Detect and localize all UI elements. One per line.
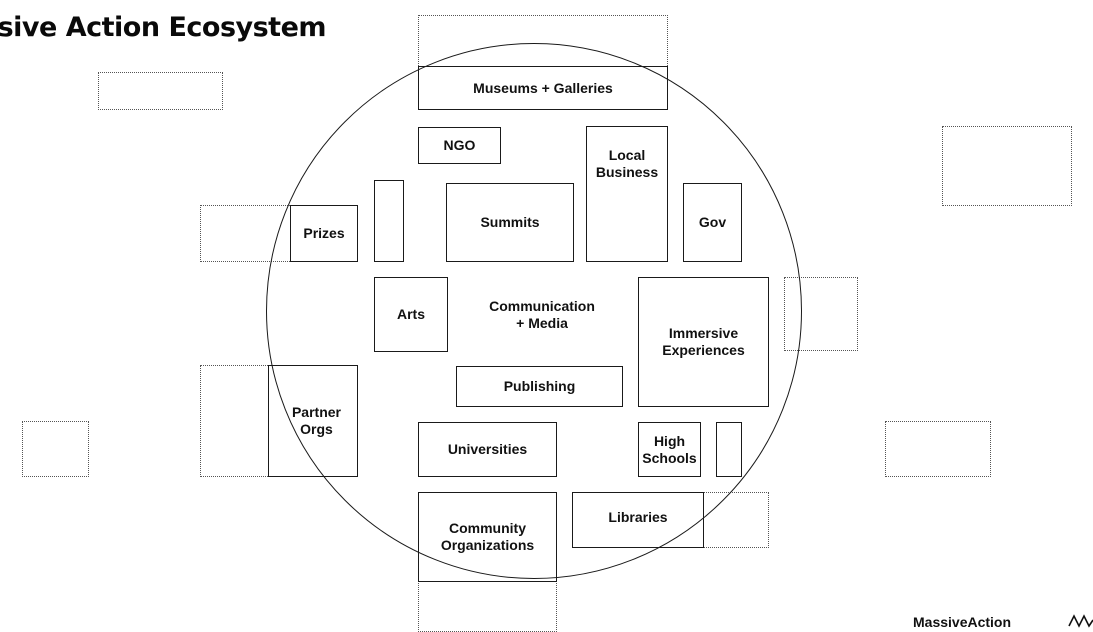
- node-label: Community Organizations: [440, 520, 535, 553]
- ecosystem-circle: [266, 43, 802, 579]
- node-label: Libraries: [608, 508, 668, 525]
- node-label: Arts: [396, 306, 425, 322]
- node-communication-media: Communication + Media: [462, 285, 622, 345]
- placeholder-box: [22, 421, 89, 477]
- node-label: High Schools: [642, 432, 697, 466]
- node-empty-narrow: [716, 422, 742, 477]
- node-high-schools: High Schools: [638, 422, 701, 477]
- node-arts: Arts: [374, 277, 448, 352]
- node-prizes: Prizes: [290, 205, 358, 262]
- node-label: Communication + Media: [489, 298, 595, 331]
- node-label: Prizes: [303, 225, 345, 241]
- node-empty-small: [374, 180, 404, 262]
- node-summits: Summits: [446, 183, 574, 262]
- node-ngo: NGO: [418, 127, 501, 164]
- brand-wordmark: MassiveAction: [913, 614, 1012, 630]
- diagram-title: ssive Action Ecosystem: [0, 12, 327, 43]
- node-libraries: Libraries: [572, 492, 704, 548]
- node-gov: Gov: [683, 183, 742, 262]
- node-label: Immersive Experiences: [662, 325, 745, 358]
- placeholder-box: [98, 72, 223, 110]
- node-label: NGO: [443, 137, 476, 153]
- node-label: Summits: [480, 214, 540, 230]
- node-museums-galleries: Museums + Galleries: [418, 66, 668, 110]
- node-label: Publishing: [503, 378, 576, 394]
- node-label: Gov: [698, 214, 727, 230]
- brand-logo-icon: [1068, 614, 1093, 628]
- node-partner-orgs: Partner Orgs: [268, 365, 358, 477]
- node-label: Local Business: [595, 147, 659, 180]
- node-local-business: Local Business: [586, 126, 668, 262]
- placeholder-box: [942, 126, 1072, 206]
- node-label: Museums + Galleries: [473, 79, 613, 96]
- node-community-organizations: Community Organizations: [418, 492, 557, 582]
- placeholder-box: [885, 421, 991, 477]
- node-immersive-experiences: Immersive Experiences: [638, 277, 769, 407]
- node-label: Partner Orgs: [291, 404, 341, 437]
- node-publishing: Publishing: [456, 366, 623, 407]
- node-universities: Universities: [418, 422, 557, 477]
- node-label: Universities: [447, 441, 528, 457]
